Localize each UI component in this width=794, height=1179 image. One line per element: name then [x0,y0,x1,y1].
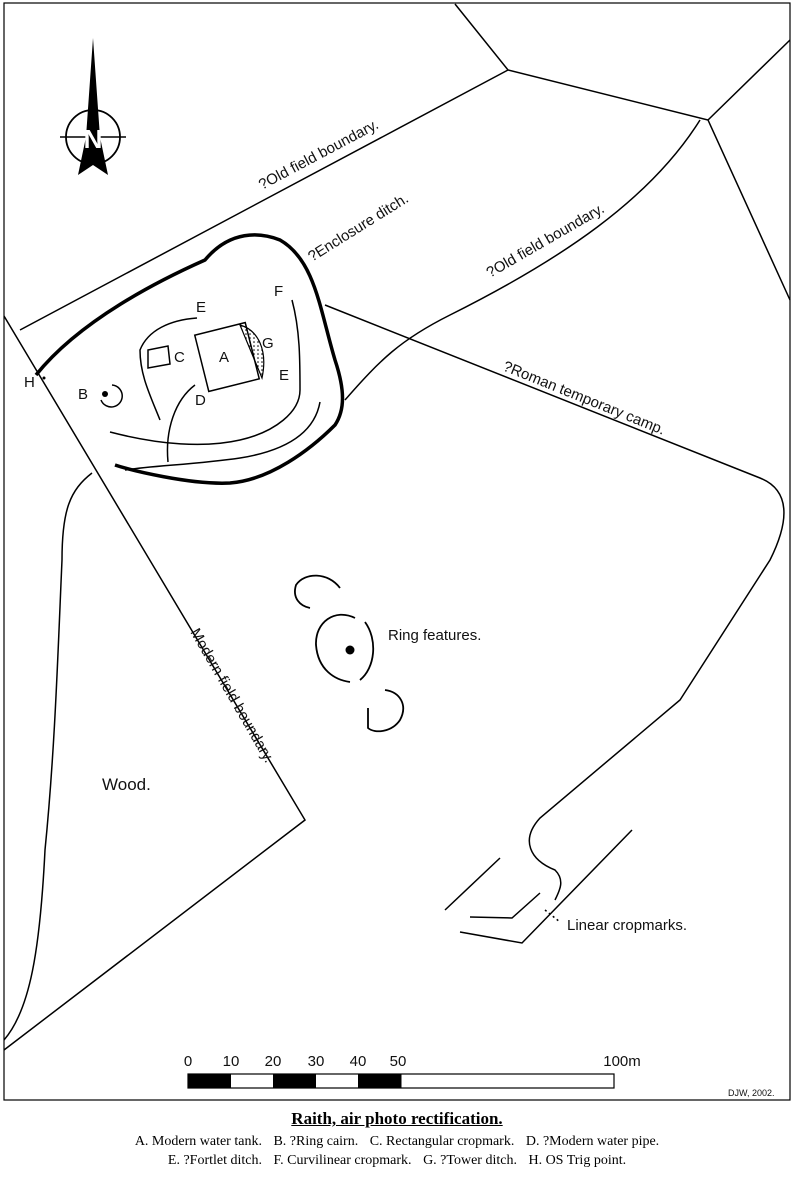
legend-f: F. Curvilinear cropmark. [273,1153,412,1168]
credit: DJW, 2002. [728,1088,775,1098]
label-e1: E [196,299,206,316]
fortlet-ditch [139,317,198,421]
wood-edge [3,472,93,1041]
label-f: F [274,283,283,300]
label-e2: E [279,367,289,384]
label-g: G [262,335,274,352]
tower-ditch [238,324,265,381]
old-field-boundary-label-2: ?Old field boundary. [484,200,608,281]
roman-camp-boundary [324,304,785,901]
ring-cairn-dot [102,391,108,397]
legend-e: E. ?Fortlet ditch. [167,1153,262,1168]
scale-tick-30: 30 [308,1053,325,1070]
linear-cropmark-2 [469,892,541,919]
water-pipe [166,384,196,463]
label-b: B [78,386,88,403]
legend-line-1: A. Modern water tank. B. ?Ring cairn. C.… [0,1134,794,1150]
scale-tick-50: 50 [390,1053,407,1070]
caption-title: Raith, air photo rectification. [291,1109,503,1128]
ring-cairn [100,384,123,408]
north-arrow: N [60,38,126,175]
modern-field-boundary-label: Modern field boundary. [187,626,278,766]
label-c: C [174,349,185,366]
old-field-boundary-2 [344,119,701,401]
legend-line-2: E. ?Fortlet ditch. F. Curvilinear cropma… [0,1153,794,1169]
fortlet-ditch-south [109,299,301,446]
legend-b: B. ?Ring cairn. [273,1134,359,1149]
label-a: A [219,349,229,366]
map-frame [3,2,791,1101]
ring-feature-1 [294,574,341,609]
legend-g: G. ?Tower ditch. [423,1153,517,1168]
scale-tick-20: 20 [265,1053,282,1070]
ring-features-label: Ring features. [388,627,481,644]
scale-tick-10: 10 [223,1053,240,1070]
scale-tick-100: 100m [603,1053,641,1070]
linear-cropmark-1 [444,857,501,911]
ring-feature-2 [315,613,356,683]
ring-feature-centre [345,645,355,655]
ring-feature-3 [367,689,405,733]
right-boundary-upper [707,39,791,121]
linear-cropmark-pointer [544,909,561,923]
curvilinear-cropmark [124,401,321,471]
label-h: H [24,374,35,391]
old-field-boundary-1 [19,69,509,331]
scale-tick-40: 40 [350,1053,367,1070]
linear-cropmark-3 [459,829,633,944]
enclosure-ditch [34,233,345,485]
legend-d: D. ?Modern water pipe. [525,1134,660,1149]
legend-a: A. Modern water tank. [134,1134,262,1149]
legend-c: C. Rectangular cropmark. [369,1134,515,1149]
old-field-boundary-label-1: ?Old field boundary. [256,116,382,194]
modern-field-boundary [3,315,306,1051]
north-symbol: N [84,124,103,154]
label-d: D [195,392,206,409]
rectangular-cropmark [147,345,171,369]
enclosure-ditch-label: ?Enclosure ditch. [305,190,412,265]
trig-point [42,376,46,380]
wood-label: Wood. [102,775,151,794]
legend-h: H. OS Trig point. [528,1153,627,1168]
scale-bar: 0 10 20 30 40 50 100m [184,1053,641,1089]
linear-cropmarks-label: Linear cropmarks. [567,917,687,934]
top-right-boundary [454,3,791,301]
scale-tick-0: 0 [184,1053,192,1070]
roman-camp-label: ?Roman temporary camp. [501,358,668,439]
ring-feature-2b [359,621,375,681]
